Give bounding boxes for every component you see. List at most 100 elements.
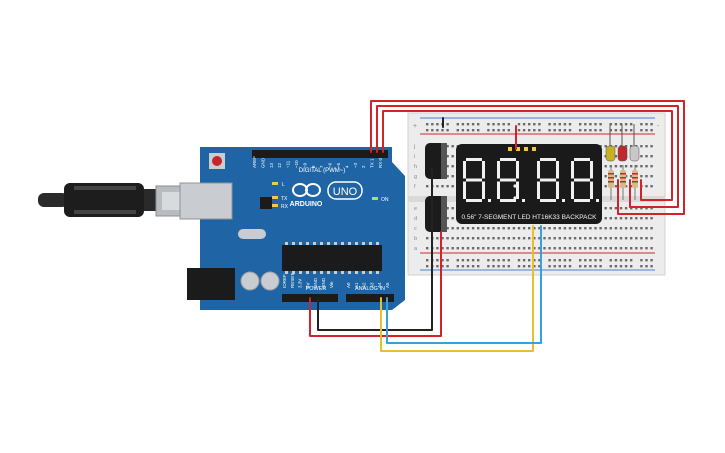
breadboard-hole[interactable] xyxy=(487,129,490,132)
breadboard-hole[interactable] xyxy=(553,237,556,240)
breadboard-hole[interactable] xyxy=(584,265,587,268)
breadboard-hole[interactable] xyxy=(563,265,567,268)
breadboard-hole[interactable] xyxy=(451,165,454,168)
breadboard-hole[interactable] xyxy=(492,129,495,132)
breadboard-hole[interactable] xyxy=(624,265,628,268)
breadboard-hole[interactable] xyxy=(538,247,541,250)
breadboard-hole[interactable] xyxy=(640,175,643,178)
breadboard-hole[interactable] xyxy=(487,259,490,262)
breadboard-hole[interactable] xyxy=(584,123,587,126)
breadboard-hole[interactable] xyxy=(538,259,541,262)
breadboard-hole[interactable] xyxy=(441,247,444,250)
breadboard-hole[interactable] xyxy=(548,123,551,126)
breadboard-hole[interactable] xyxy=(512,227,516,230)
breadboard-hole[interactable] xyxy=(471,237,475,240)
breadboard-hole[interactable] xyxy=(630,227,633,230)
display-pin-minus[interactable] xyxy=(516,147,520,151)
breadboard-hole[interactable] xyxy=(640,247,643,250)
breadboard-hole[interactable] xyxy=(522,227,526,230)
breadboard-hole[interactable] xyxy=(604,175,607,178)
breadboard-hole[interactable] xyxy=(599,129,602,132)
wire-5v[interactable] xyxy=(309,231,442,337)
breadboard-hole[interactable] xyxy=(624,259,628,262)
breadboard-hole[interactable] xyxy=(528,247,531,250)
breadboard-hole[interactable] xyxy=(594,259,597,262)
breadboard-hole[interactable] xyxy=(604,237,607,240)
breadboard-hole[interactable] xyxy=(548,265,551,268)
breadboard-hole[interactable] xyxy=(624,217,628,220)
breadboard-hole[interactable] xyxy=(645,185,648,188)
breadboard-hole[interactable] xyxy=(609,129,612,132)
breadboard-hole[interactable] xyxy=(589,227,592,230)
breadboard-hole[interactable] xyxy=(579,265,582,268)
breadboard-hole[interactable] xyxy=(614,155,618,158)
breadboard-hole[interactable] xyxy=(451,217,454,220)
breadboard-hole[interactable] xyxy=(594,247,597,250)
breadboard-hole[interactable] xyxy=(640,217,643,220)
breadboard-hole[interactable] xyxy=(604,155,607,158)
breadboard-hole[interactable] xyxy=(431,129,434,132)
breadboard-hole[interactable] xyxy=(635,227,638,230)
breadboard-hole[interactable] xyxy=(533,265,536,268)
breadboard-hole[interactable] xyxy=(558,227,561,230)
breadboard-hole[interactable] xyxy=(640,259,643,262)
breadboard-hole[interactable] xyxy=(543,237,546,240)
breadboard-hole[interactable] xyxy=(492,123,495,126)
breadboard-hole[interactable] xyxy=(461,237,465,240)
breadboard-hole[interactable] xyxy=(538,227,541,230)
breadboard-hole[interactable] xyxy=(466,247,470,250)
breadboard-hole[interactable] xyxy=(451,207,454,210)
breadboard-hole[interactable] xyxy=(512,247,516,250)
breadboard-hole[interactable] xyxy=(451,247,454,250)
breadboard-hole[interactable] xyxy=(487,265,490,268)
breadboard-hole[interactable] xyxy=(461,227,465,230)
breadboard-hole[interactable] xyxy=(451,185,454,188)
breadboard-hole[interactable] xyxy=(492,227,495,230)
breadboard-hole[interactable] xyxy=(614,217,618,220)
breadboard-hole[interactable] xyxy=(553,129,556,132)
breadboard-hole[interactable] xyxy=(553,247,556,250)
breadboard-hole[interactable] xyxy=(451,145,454,148)
breadboard-hole[interactable] xyxy=(548,129,551,132)
breadboard-hole[interactable] xyxy=(650,123,653,126)
breadboard-hole[interactable] xyxy=(614,265,618,268)
breadboard-hole[interactable] xyxy=(589,237,592,240)
breadboard-hole[interactable] xyxy=(492,237,495,240)
breadboard-hole[interactable] xyxy=(630,129,633,132)
breadboard-hole[interactable] xyxy=(446,129,449,132)
breadboard-hole[interactable] xyxy=(441,237,444,240)
breadboard-hole[interactable] xyxy=(614,175,618,178)
breadboard-hole[interactable] xyxy=(568,123,572,126)
breadboard-hole[interactable] xyxy=(635,207,638,210)
breadboard-hole[interactable] xyxy=(487,123,490,126)
breadboard-hole[interactable] xyxy=(640,123,643,126)
breadboard-hole[interactable] xyxy=(589,265,592,268)
breadboard-hole[interactable] xyxy=(446,265,449,268)
breadboard-hole[interactable] xyxy=(630,247,633,250)
breadboard-hole[interactable] xyxy=(497,237,500,240)
breadboard-hole[interactable] xyxy=(563,123,567,126)
breadboard-hole[interactable] xyxy=(645,145,648,148)
breadboard-hole[interactable] xyxy=(563,259,567,262)
breadboard-hole[interactable] xyxy=(517,247,521,250)
breadboard-hole[interactable] xyxy=(487,247,490,250)
breadboard-hole[interactable] xyxy=(451,237,454,240)
breadboard-hole[interactable] xyxy=(517,265,521,268)
breadboard-hole[interactable] xyxy=(650,145,653,148)
breadboard-hole[interactable] xyxy=(568,265,572,268)
breadboard-hole[interactable] xyxy=(650,155,653,158)
breadboard-hole[interactable] xyxy=(573,247,577,250)
breadboard-hole[interactable] xyxy=(630,217,633,220)
breadboard-hole[interactable] xyxy=(604,207,607,210)
breadboard-hole[interactable] xyxy=(558,247,561,250)
breadboard-hole[interactable] xyxy=(579,123,582,126)
breadboard-hole[interactable] xyxy=(507,237,510,240)
breadboard-hole[interactable] xyxy=(548,237,551,240)
breadboard-hole[interactable] xyxy=(482,247,485,250)
breadboard-hole[interactable] xyxy=(584,129,587,132)
breadboard-hole[interactable] xyxy=(579,227,582,230)
breadboard-hole[interactable] xyxy=(650,185,653,188)
breadboard-hole[interactable] xyxy=(482,227,485,230)
breadboard-hole[interactable] xyxy=(441,259,444,262)
breadboard-hole[interactable] xyxy=(594,227,597,230)
